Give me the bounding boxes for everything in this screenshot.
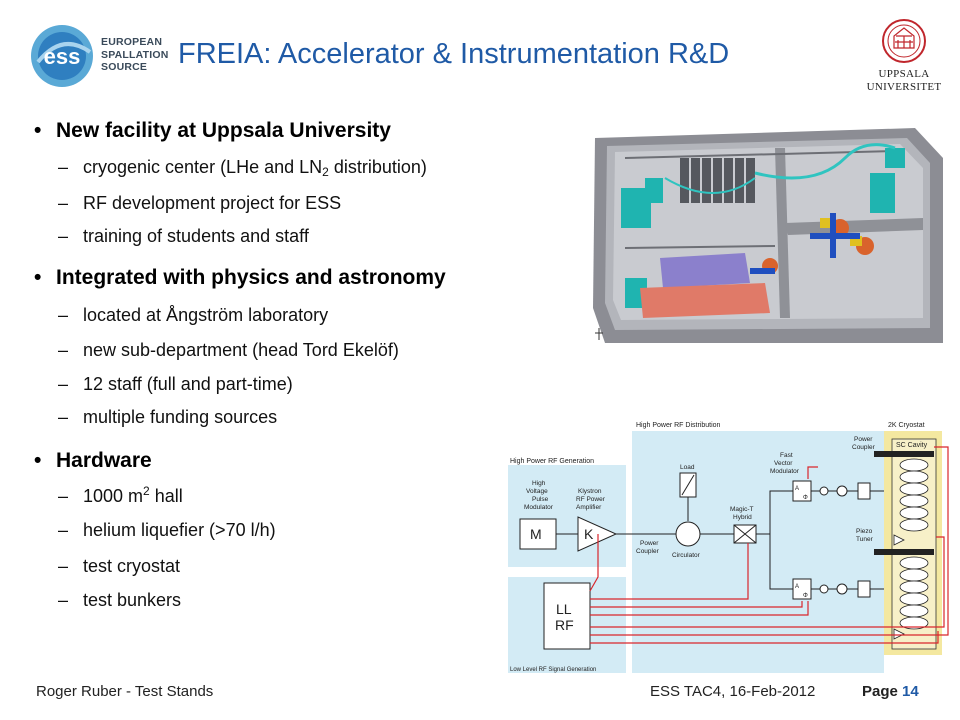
sub-item-text: hall [149,486,183,506]
modulator-text: High [532,480,546,487]
uppsala-logo-line-2: UNIVERSITET [866,81,942,93]
modulator-text: Voltage [526,488,548,495]
bullet-new-facility: •New facility at Uppsala University [34,119,391,142]
power-coupler-label: Power [640,540,659,547]
circulator-icon [675,521,701,547]
power-coupler-right-label: Power [854,436,873,443]
uppsala-logo-text: UPPSALA UNIVERSITET [862,68,946,94]
sub-item: –new sub-department (head Tord Ekelöf) [58,340,399,360]
cavity-cells [899,458,929,630]
sub-item-text: cryogenic center (LHe and LN [83,157,323,177]
sub-item: –located at Ångström laboratory [58,305,329,325]
sub-item-text: multiple funding sources [83,407,278,427]
llrf-text: RF [555,617,574,633]
sub-item: –helium liquefier (>70 l/h) [58,520,276,540]
vector-modulator-label: Modulator [770,468,800,475]
power-coupler-label: Coupler [636,548,660,555]
facility-3d-image [585,118,945,346]
uppsala-logo-line-1: UPPSALA [878,68,930,80]
sub-item-text: test bunkers [83,590,182,610]
sub-item-text: located at Ångström laboratory [83,305,329,325]
klystron-symbol: K [584,526,594,542]
klystron-text: Klystron [578,488,602,495]
a-phi-label: A [795,584,799,590]
sub-item: –test cryostat [58,556,181,576]
magic-t-label: Magic-T [730,506,754,513]
footer-page-number: Page 14 [862,683,919,700]
superscript: 2 [143,484,150,498]
sub-item-text: helium liquefier (>70 l/h) [83,520,276,540]
bullet-hardware: •Hardware [34,449,152,472]
modulator-text: Pulse [532,496,549,503]
page-number: 14 [902,683,919,700]
llrf-text: LL [556,601,572,617]
bullet-heading: Hardware [56,449,152,472]
uppsala-logo: UPPSALA UNIVERSITET [862,18,946,94]
a-phi-label: A [795,486,799,492]
footer-event: ESS TAC4, 16-Feb-2012 [650,683,816,700]
sub-item-text: RF development project for ESS [83,193,342,213]
sub-item: –test bunkers [58,590,182,610]
sub-item: –training of students and staff [58,226,309,246]
hp-rf-generation-label: High Power RF Generation [510,458,594,465]
ess-logo-line-3: SOURCE [101,61,148,73]
sub-item-text: distribution) [328,157,427,177]
vector-modulator-label: Vector [774,460,793,467]
piezo-tuner-label: Tuner [856,536,874,543]
magic-t-label: Hybrid [733,514,752,521]
signal-lines [589,446,949,644]
llrf-box [543,582,591,650]
ess-logo-text: EUROPEAN SPALLATION SOURCE [101,36,169,74]
sub-item: –multiple funding sources [58,407,278,427]
sub-item: –1000 m2 hall [58,484,183,506]
sub-item-text: training of students and staff [83,226,309,246]
bullet-heading: Integrated with physics and astronomy [56,266,446,289]
hp-rf-distribution-region [632,431,884,673]
ess-logo: ess EUROPEAN SPALLATION SOURCE [28,22,168,90]
klystron-text: Amplifier [576,504,602,511]
circulator-label: Circulator [672,552,701,559]
ll-rf-generation-label: Low Level RF Signal Generation [510,667,596,673]
klystron-amplifier-icon [577,516,618,552]
sub-item-text: new sub-department (head Tord Ekelöf) [83,340,399,360]
sub-item-text: 1000 m [83,486,144,506]
a-phi-label: Φ [803,593,808,599]
vector-modulator-label: Fast [780,452,793,459]
sc-cavity-label: SC Cavity [896,442,928,449]
sub-item: –RF development project for ESS [58,193,342,213]
footer-author: Roger Ruber - Test Stands [36,683,214,700]
ess-logo-mark: ess [44,44,81,69]
sub-item-text: 12 staff (full and part-time) [83,374,293,394]
bullet-heading: New facility at Uppsala University [56,119,391,142]
hp-rf-distribution-label: High Power RF Distribution [636,422,721,429]
page-title: FREIA: Accelerator & Instrumentation R&D [178,38,730,70]
uppsala-seal-icon [882,19,926,63]
load-label: Load [680,464,695,471]
ess-logo-line-2: SPALLATION [101,48,169,61]
ess-logo-line-1: EUROPEAN [101,36,163,48]
sub-item: –12 staff (full and part-time) [58,374,293,394]
a-phi-label: Φ [803,495,808,501]
klystron-text: RF Power [576,496,606,503]
subscript: 2 [322,165,329,179]
modulator-symbol: M [530,526,542,542]
hp-rf-generation-region [508,465,626,567]
piezo-tuner-label: Piezo [856,528,873,535]
sub-item: –cryogenic center (LHe and LN2 distribut… [58,157,427,179]
modulator-text: Modulator [524,504,554,511]
rf-system-schematic: High Power RF Distribution High Power RF… [508,422,949,673]
modulator-box [519,518,557,550]
page-label: Page [862,683,898,700]
ess-logo-mark-icon: ess [31,25,93,87]
power-coupler-right-label: Coupler [852,444,876,451]
sub-item-text: test cryostat [83,556,181,576]
cryostat-label: 2K Cryostat [888,422,925,429]
bullet-integrated: •Integrated with physics and astronomy [34,266,446,289]
